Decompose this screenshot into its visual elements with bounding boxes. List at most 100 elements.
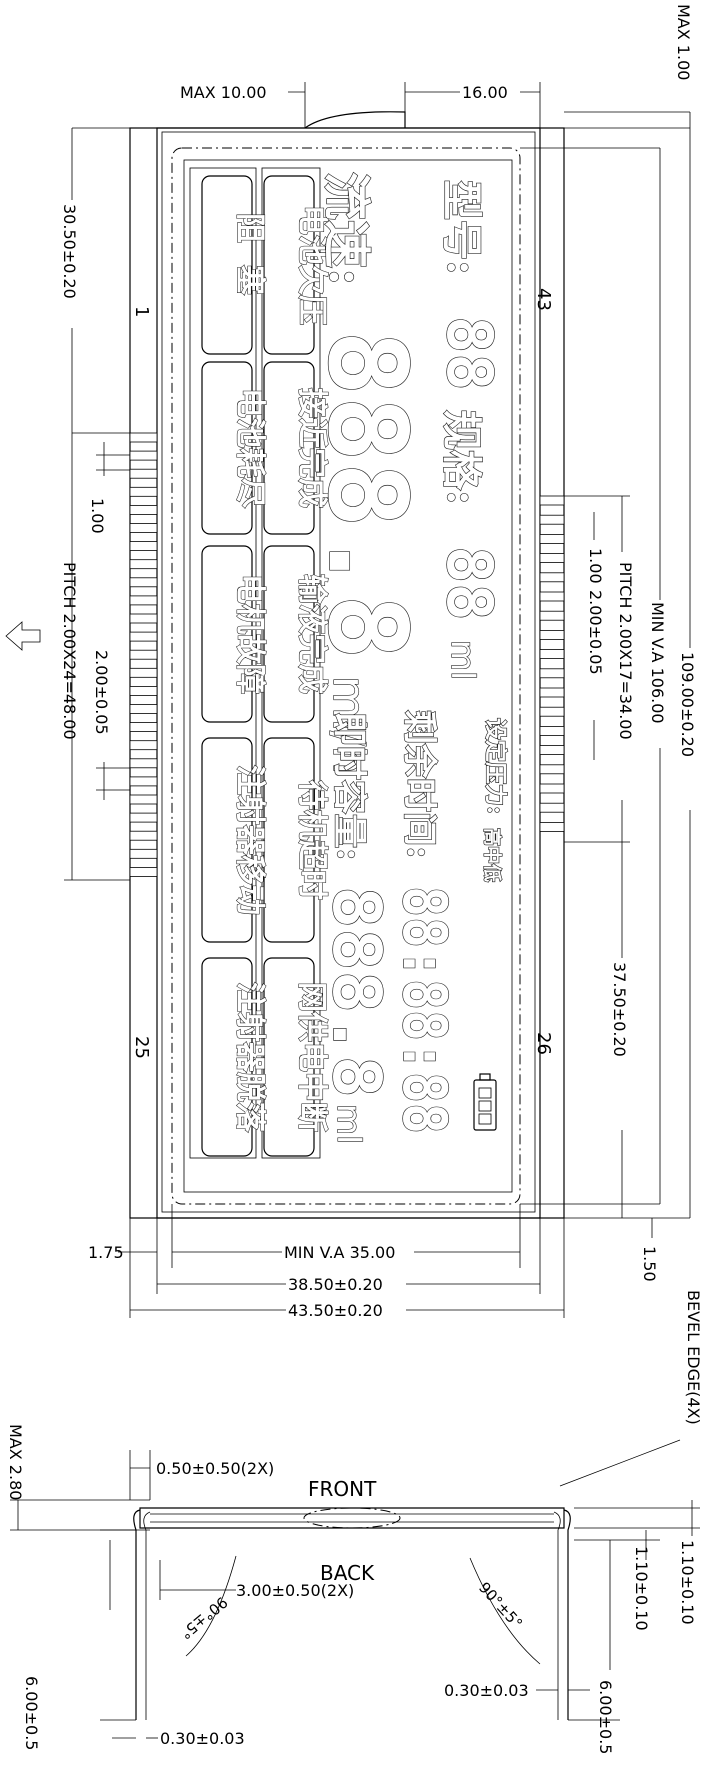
pin-contact xyxy=(129,577,158,588)
pin-contact xyxy=(129,830,158,841)
dim-0-30-right: 0.30±0.03 xyxy=(444,1681,529,1700)
dim-37-50: 37.50±0.20 xyxy=(610,962,629,1057)
dim-43-50: 43.50±0.20 xyxy=(288,1301,383,1320)
dim-3-00: 3.00±0.50(2X) xyxy=(236,1581,354,1600)
pin-contact xyxy=(539,726,565,736)
pin-contact xyxy=(129,848,158,859)
model-digits: 88 xyxy=(433,316,506,391)
panel-outline xyxy=(129,111,565,1219)
pin-contact xyxy=(129,450,158,461)
spec-unit: ml xyxy=(444,640,482,680)
status-box-outer-4 xyxy=(201,737,253,943)
status-box-outer-5 xyxy=(201,957,253,1157)
dim-pitch-right: PITCH 2.00X17=34.00 xyxy=(616,562,635,740)
pin-25: 25 xyxy=(131,1036,152,1059)
flow-label: 流速: xyxy=(318,172,374,286)
dim-1-50: 1.50 xyxy=(640,1246,659,1282)
model-label: 型号: xyxy=(438,180,485,275)
dim-max-2-80: MAX 2.80 xyxy=(6,1424,25,1500)
pin-contact xyxy=(129,758,158,769)
pin-contact xyxy=(129,559,158,570)
status-columns: 阻塞 电池耗尽 电机故障 注射器移动 注射器脱落 电池欠压 接近完成 输液完成 … xyxy=(189,167,330,1159)
dim-30-50: 30.50±0.20 xyxy=(60,204,79,299)
pin-contact xyxy=(539,591,565,602)
status-box-outer-3 xyxy=(201,545,253,723)
dim-max-1: MAX 1.00 xyxy=(674,4,693,80)
pin-contact xyxy=(129,667,158,678)
volume-unit: ml xyxy=(330,1104,368,1144)
dim-min-va-106: MIN V.A 106.00 xyxy=(648,602,667,724)
pin-contact xyxy=(539,572,565,583)
pressure-label: 设定压力: xyxy=(482,718,508,814)
pin-contact xyxy=(539,802,565,813)
status-box-inner-3 xyxy=(263,545,315,723)
bottom-dimensions: 1.75 MIN V.A 35.00 38.50±0.20 43.50±0.20… xyxy=(88,1204,659,1320)
status-infusion-done: 输液完成 xyxy=(294,574,329,694)
pin-contact xyxy=(539,706,565,717)
pin-contact xyxy=(539,822,565,832)
status-box-outer-1 xyxy=(201,175,253,355)
pin-1: 1 xyxy=(131,306,152,317)
dim-1-00-left: 1.00 xyxy=(88,498,107,534)
dim-1-10-b: 1.10±0.10 xyxy=(632,1546,651,1631)
dim-38-50: 38.50±0.20 xyxy=(288,1275,383,1294)
dim-max-10: MAX 10.00 xyxy=(180,83,267,102)
pin-contact xyxy=(539,745,565,755)
dim-2-00-right: 2.00±0.05 xyxy=(586,590,605,675)
status-box-inner-1 xyxy=(263,175,315,355)
pin-contact xyxy=(129,613,158,624)
pin-contact xyxy=(129,486,158,497)
pin-contact xyxy=(129,595,158,606)
pin-contact xyxy=(129,649,158,660)
dim-pitch-left: PITCH 2.00X24=48.00 xyxy=(60,562,79,740)
status-syringe-off: 注射器脱落 xyxy=(232,982,267,1133)
back-label: BACK xyxy=(320,1561,375,1585)
pin-26: 26 xyxy=(533,1032,554,1055)
status-standby-timeout: 待机超时 xyxy=(294,780,329,900)
pin-contact xyxy=(129,704,158,714)
volume-digits: 888.8 xyxy=(318,886,395,1098)
front-arrow-icon xyxy=(5,621,41,651)
dim-109: 109.00±0.20 xyxy=(678,652,697,757)
status-near-done: 接近完成 xyxy=(294,388,329,508)
pin-contact xyxy=(539,610,565,621)
pin-contact xyxy=(539,783,565,794)
pin-contact xyxy=(539,495,565,506)
side-view: BEVEL EDGE(4X) MAX 2.80 0.50±0.50(2X) FR… xyxy=(6,1290,703,1754)
lcd-segment-area: 流速: 888.8 ml/h 型号: 88 规格: 88 ml 设定压力: 高中… xyxy=(303,171,508,1144)
pin-contact xyxy=(539,534,565,544)
pin-contact xyxy=(539,630,565,640)
right-pin-strip xyxy=(539,495,565,832)
status-box-inner-4 xyxy=(263,737,315,943)
pin-contact xyxy=(129,794,158,805)
pin-contact xyxy=(129,867,158,877)
pin-contact xyxy=(539,649,565,659)
pin-contact xyxy=(129,686,158,696)
volume-label: 即时容量: xyxy=(329,712,369,861)
dim-6-00-left: 6.00±0.5 xyxy=(22,1676,41,1750)
dim-2-00-left: 2.00±0.05 xyxy=(92,650,111,735)
remaining-label: 剩余时间: xyxy=(399,710,439,859)
pin-contact xyxy=(539,553,565,563)
dim-6-00-right: 6.00±0.5 xyxy=(596,1680,615,1754)
left-dimensions: 30.50±0.20 1.00 PITCH 2.00X24=48.00 2.00… xyxy=(5,127,130,881)
status-motor-fault: 电机故障 xyxy=(232,574,267,694)
pin-contact xyxy=(129,523,158,533)
dim-0-50: 0.50±0.50(2X) xyxy=(156,1459,274,1478)
pin-contact xyxy=(129,812,158,823)
left-pin-strip xyxy=(129,432,158,877)
status-box-inner-5 xyxy=(263,957,315,1157)
pin-43: 43 xyxy=(533,288,554,311)
dim-angle-right: 90°±5° xyxy=(475,1579,526,1633)
pin-contact xyxy=(129,631,158,642)
pressure-levels: 高中低 xyxy=(481,828,503,882)
pin-contact xyxy=(129,468,158,479)
front-label: FRONT xyxy=(308,1477,377,1501)
pin-contact xyxy=(539,687,565,698)
battery-icon xyxy=(473,1073,497,1131)
spec-label: 规格: xyxy=(438,410,485,505)
status-box-inner-2 xyxy=(263,361,315,535)
dim-min-va-35: MIN V.A 35.00 xyxy=(284,1243,395,1262)
status-battery-empty: 电池耗尽 xyxy=(232,388,267,508)
